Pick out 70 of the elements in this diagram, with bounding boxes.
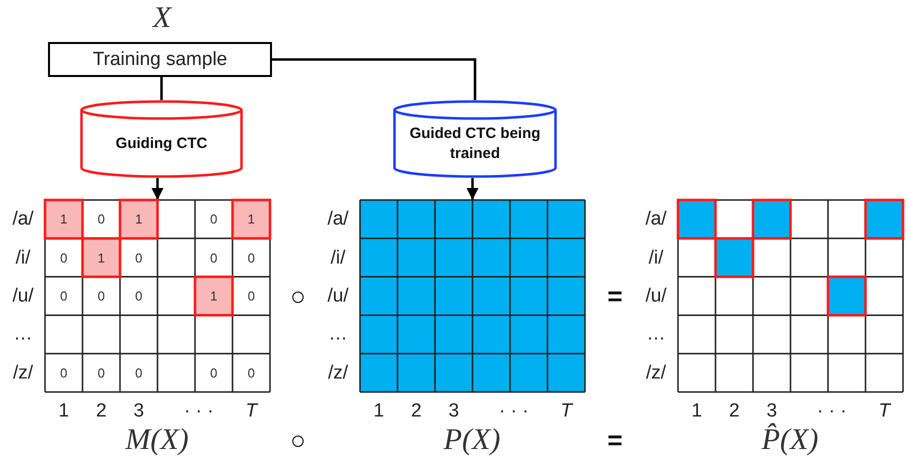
operator-symbol: ○ bbox=[290, 427, 306, 453]
column-label: T bbox=[245, 402, 258, 420]
row-label: /a/ bbox=[12, 210, 34, 229]
matrix-value: 0 bbox=[210, 251, 218, 264]
math-label: X bbox=[152, 3, 172, 33]
matrix-value: 0 bbox=[60, 366, 68, 380]
column-label: 3 bbox=[448, 402, 460, 420]
row-label: … bbox=[646, 324, 666, 344]
matrix-value: 1 bbox=[135, 212, 142, 226]
matrix-value: 0 bbox=[98, 290, 105, 302]
matrix-grid bbox=[358, 198, 587, 394]
math-label: P̂(X) bbox=[762, 425, 818, 455]
matrix-value: 0 bbox=[210, 212, 218, 226]
matrix-value: 1 bbox=[248, 212, 255, 226]
math-label: P(X) bbox=[444, 425, 500, 455]
database-cylinder bbox=[80, 100, 243, 178]
column-label: 2 bbox=[410, 402, 422, 420]
column-label: T bbox=[560, 402, 572, 420]
row-label: /i/ bbox=[16, 248, 30, 268]
row-label: /u/ bbox=[327, 286, 349, 306]
row-label: /i/ bbox=[648, 248, 664, 268]
column-label: · · · bbox=[184, 402, 214, 420]
matrix-value: 1 bbox=[210, 290, 218, 302]
row-label: /z/ bbox=[328, 363, 348, 382]
row-label: /a/ bbox=[327, 210, 349, 229]
matrix-value: 0 bbox=[135, 290, 142, 302]
matrix-value: 0 bbox=[98, 212, 105, 226]
arrow bbox=[152, 178, 164, 200]
matrix-value: 1 bbox=[60, 212, 68, 226]
row-label: /a/ bbox=[645, 210, 667, 229]
operator-symbol: = bbox=[607, 283, 623, 309]
process-box: Training sample bbox=[48, 42, 272, 77]
row-label: /z/ bbox=[646, 363, 666, 382]
connector-line bbox=[160, 77, 163, 100]
matrix-value: 0 bbox=[135, 251, 142, 264]
database-cylinder bbox=[393, 100, 557, 178]
arrow bbox=[466, 178, 478, 200]
operator-symbol: ○ bbox=[290, 283, 306, 309]
matrix-value: 0 bbox=[248, 366, 255, 380]
matrix-value: 0 bbox=[210, 366, 218, 380]
column-label: 1 bbox=[373, 402, 384, 420]
matrix-value: 0 bbox=[60, 251, 68, 264]
row-label: /u/ bbox=[645, 286, 667, 306]
matrix-value: 1 bbox=[98, 251, 105, 264]
database-label: Guided CTC being trained bbox=[408, 124, 542, 164]
database-label: Guiding CTC bbox=[116, 134, 208, 154]
row-label: /i/ bbox=[330, 248, 346, 268]
matrix-value: 0 bbox=[60, 290, 68, 302]
column-label: · · · bbox=[816, 402, 847, 420]
operator-symbol: = bbox=[607, 427, 623, 453]
column-label: 2 bbox=[728, 402, 740, 420]
row-label: /z/ bbox=[12, 363, 34, 382]
column-label: 1 bbox=[691, 402, 702, 420]
connector-line bbox=[272, 58, 476, 100]
row-label: /u/ bbox=[12, 286, 34, 306]
matrix-value: 0 bbox=[248, 290, 255, 302]
matrix-value: 0 bbox=[248, 251, 255, 264]
matrix-value: 0 bbox=[135, 366, 142, 380]
column-label: 3 bbox=[766, 402, 778, 420]
column-label: · · · bbox=[498, 402, 529, 420]
matrix-grid bbox=[676, 198, 905, 394]
math-label: M(X) bbox=[125, 425, 189, 455]
matrix-value: 0 bbox=[98, 366, 105, 380]
row-label: … bbox=[14, 324, 32, 344]
row-label: … bbox=[328, 324, 348, 344]
matrix-grid bbox=[43, 198, 272, 394]
column-label: T bbox=[878, 402, 890, 420]
column-label: 3 bbox=[133, 402, 144, 420]
column-label: 2 bbox=[96, 402, 107, 420]
column-label: 1 bbox=[58, 402, 70, 420]
